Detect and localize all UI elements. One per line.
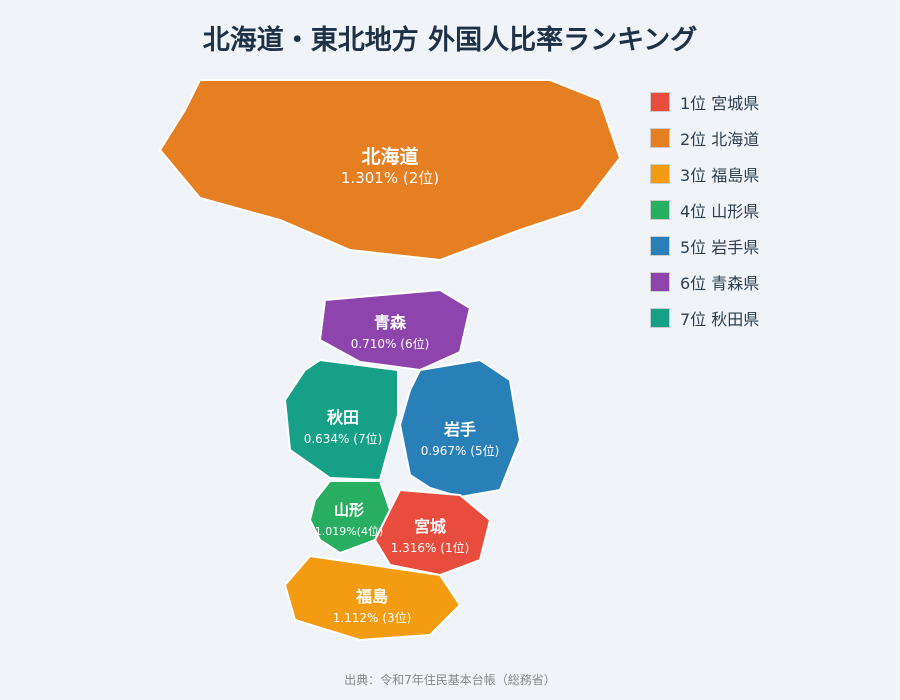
legend-swatch [650, 272, 670, 292]
region-name: 宮城 [414, 517, 446, 536]
legend-label: 2位 北海道 [680, 130, 760, 149]
region-value-label: 1.301% (2位) [341, 169, 439, 187]
region-value-label: 1.112% (3位) [333, 610, 412, 625]
region-label-group: 福島 1.112% (3位) [333, 587, 412, 625]
legend-label: 1位 宮城県 [680, 94, 760, 113]
legend-item: 1位 宮城県 [650, 84, 759, 120]
region-label-group: 秋田 0.634% (7位) [304, 408, 383, 446]
region-name: 北海道 [361, 145, 418, 168]
region-name: 山形 [334, 501, 364, 519]
legend-item: 2位 北海道 [650, 120, 759, 156]
legend-item: 7位 秋田県 [650, 300, 759, 336]
region-value-label: 0.710% (6位) [351, 336, 430, 351]
legend-label: 7位 秋田県 [680, 310, 760, 329]
region-shape[interactable] [308, 480, 392, 555]
legend-item: 6位 青森県 [650, 264, 759, 300]
region-shape[interactable] [318, 288, 472, 372]
legend-item: 5位 岩手県 [650, 228, 759, 264]
chart-title: 北海道・東北地方 外国人比率ランキング [202, 25, 698, 56]
legend-swatch [650, 236, 670, 256]
legend-label: 6位 青森県 [680, 274, 760, 293]
legend-swatch [650, 308, 670, 328]
region-name: 秋田 [327, 408, 359, 427]
region-name: 青森 [374, 313, 407, 332]
legend-label: 3位 福島県 [680, 166, 760, 185]
legend-item: 4位 山形県 [650, 192, 759, 228]
region-value-label: 1.019%(4位) [315, 524, 384, 538]
legend: 1位 宮城県 2位 北海道 3位 福島県 4位 山形県 5位 岩手県 6位 青森県 7位 秋… [650, 84, 759, 336]
region-name: 福島 [355, 587, 388, 606]
legend-swatch [650, 200, 670, 220]
legend-item: 3位 福島県 [650, 156, 759, 192]
legend-swatch [650, 92, 670, 112]
region-value-label: 0.634% (7位) [304, 431, 383, 446]
legend-label: 5位 岩手県 [680, 238, 760, 257]
region-shape[interactable] [283, 554, 462, 642]
legend-label: 4位 山形県 [680, 202, 760, 221]
legend-swatch [650, 128, 670, 148]
region-value-label: 0.967% (5位) [421, 443, 500, 458]
region-label-group: 青森 0.710% (6位) [351, 313, 430, 351]
source-note: 出典：令和7年住民基本台帳（総務省） [344, 673, 556, 687]
region-shape[interactable] [158, 79, 622, 262]
region-value-label: 1.316% (1位) [391, 540, 470, 555]
region-label-group: 山形 1.019%(4位) [315, 501, 384, 538]
region-label-group: 宮城 1.316% (1位) [391, 517, 470, 555]
region-name: 岩手 [443, 420, 476, 439]
region-shape[interactable] [283, 358, 399, 482]
legend-swatch [650, 164, 670, 184]
region-shapes [158, 79, 622, 642]
region-label-group: 岩手 0.967% (5位) [421, 420, 500, 458]
